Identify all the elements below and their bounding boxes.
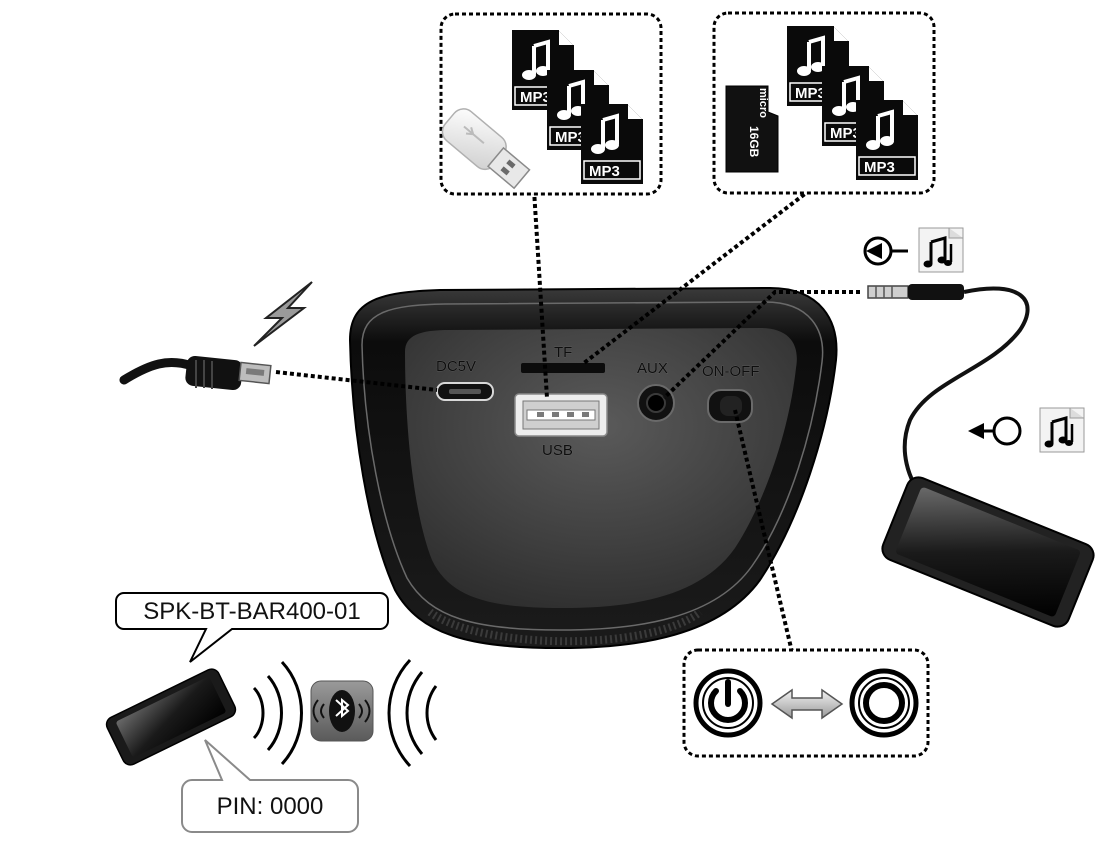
micro-usb-cable	[119, 355, 272, 391]
mp3-file-icon: MP3	[579, 102, 645, 186]
power-on-icon	[693, 668, 763, 738]
usb-port[interactable]	[514, 393, 608, 437]
power-switch[interactable]	[707, 389, 753, 423]
tf-port-label: TF	[554, 344, 572, 361]
mp3-file-icon: MP3	[510, 28, 576, 112]
svg-text:16GB: 16GB	[747, 126, 761, 158]
svg-text:MP3: MP3	[520, 89, 551, 106]
mp3-file-icon: MP3	[545, 68, 611, 152]
signal-waves-left	[252, 660, 303, 766]
mp3-file-icon: MP3	[854, 98, 920, 182]
device-name-text: SPK-BT-BAR400-01	[143, 598, 360, 625]
pin-bubble: PIN: 0000	[181, 739, 359, 833]
audio-in-icon	[968, 416, 1022, 446]
speaker-panel	[405, 328, 797, 608]
usb-port-label: USB	[542, 442, 573, 459]
bluetooth-icon	[310, 680, 374, 742]
music-file-icon	[917, 226, 965, 274]
svg-text:MP3: MP3	[589, 163, 620, 180]
media-player-device	[881, 476, 1095, 628]
aux-port[interactable]	[637, 384, 675, 422]
aux-cable	[867, 284, 1030, 502]
double-arrow-icon	[770, 688, 844, 720]
tablet-device	[105, 668, 237, 766]
music-file-icon	[1038, 406, 1086, 454]
dotted-connectors	[275, 188, 860, 653]
svg-text:micro: micro	[757, 88, 769, 118]
svg-text:MP3: MP3	[830, 125, 861, 142]
audio-out-icon	[863, 236, 908, 266]
mp3-file-icon: MP3	[785, 24, 851, 108]
dc-port-label: DC5V	[436, 358, 476, 375]
usb-flash-drive	[441, 108, 531, 190]
mp3-file-icon: MP3	[820, 64, 886, 148]
pin-text: PIN: 0000	[217, 793, 324, 820]
power-off-icon	[849, 668, 919, 738]
tf-card-slot[interactable]	[521, 363, 605, 373]
svg-text:MP3: MP3	[864, 159, 895, 176]
signal-waves-right	[387, 658, 438, 768]
svg-text:MP3: MP3	[555, 129, 586, 146]
power-switch-label: ON-OFF	[702, 363, 760, 380]
aux-port-label: AUX	[637, 360, 668, 377]
micro-sd-card: micro 16GB	[725, 85, 779, 173]
device-name-bubble: SPK-BT-BAR400-01	[115, 592, 389, 663]
lightning-icon	[253, 281, 313, 347]
svg-text:MP3: MP3	[795, 85, 826, 102]
